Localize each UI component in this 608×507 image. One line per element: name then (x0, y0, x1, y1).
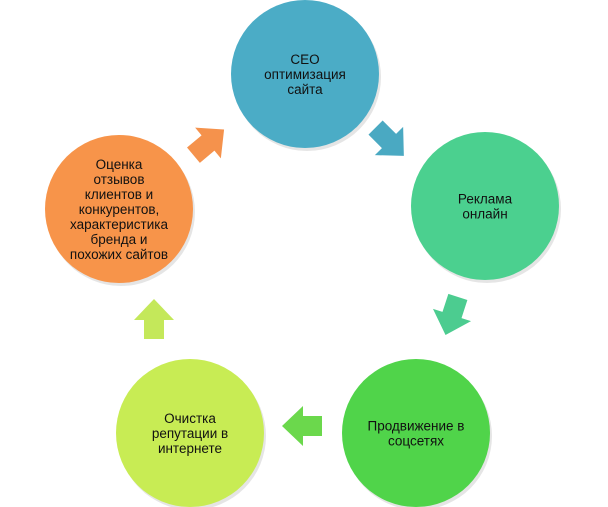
arrows-layer (134, 120, 472, 446)
node-circle (116, 359, 264, 507)
node-label-line: Очистка (164, 411, 216, 426)
node-label-line: отзывов (94, 172, 145, 187)
arrow-seo-to-ads (368, 120, 404, 156)
node-label-line: бренда и (91, 232, 148, 247)
node-label-line: Оценка (96, 157, 143, 172)
node-label-line: похожих сайтов (70, 247, 168, 262)
node-label-line: онлайн (462, 207, 507, 222)
arrow-reputation-to-reviews (134, 299, 174, 339)
node-label-line: интернете (158, 441, 222, 456)
node-circle (411, 132, 559, 280)
node-label-line: репутации в (152, 426, 228, 441)
node-label-line: соцсетях (388, 434, 444, 449)
node-label-line: сайта (287, 82, 323, 97)
arrow-ads-to-social (432, 293, 472, 335)
node-circle (45, 135, 193, 283)
arrow-social-to-reputation (282, 406, 322, 446)
node-label-line: оптимизация (264, 67, 346, 82)
node-label-line: Продвижение в (368, 419, 465, 434)
arrow-reviews-to-seo (187, 127, 225, 163)
node-label-line: СЕО (290, 52, 319, 67)
node-circle (342, 359, 490, 507)
nodes-layer: СЕОоптимизациясайтаРекламаонлайнПродвиже… (45, 0, 561, 507)
node-label-line: Реклама (458, 192, 513, 207)
node-label-line: конкурентов, (79, 202, 160, 217)
node-circle (231, 0, 379, 148)
node-label-line: клиентов и (85, 187, 153, 202)
node-label-line: характеристика (70, 217, 168, 232)
